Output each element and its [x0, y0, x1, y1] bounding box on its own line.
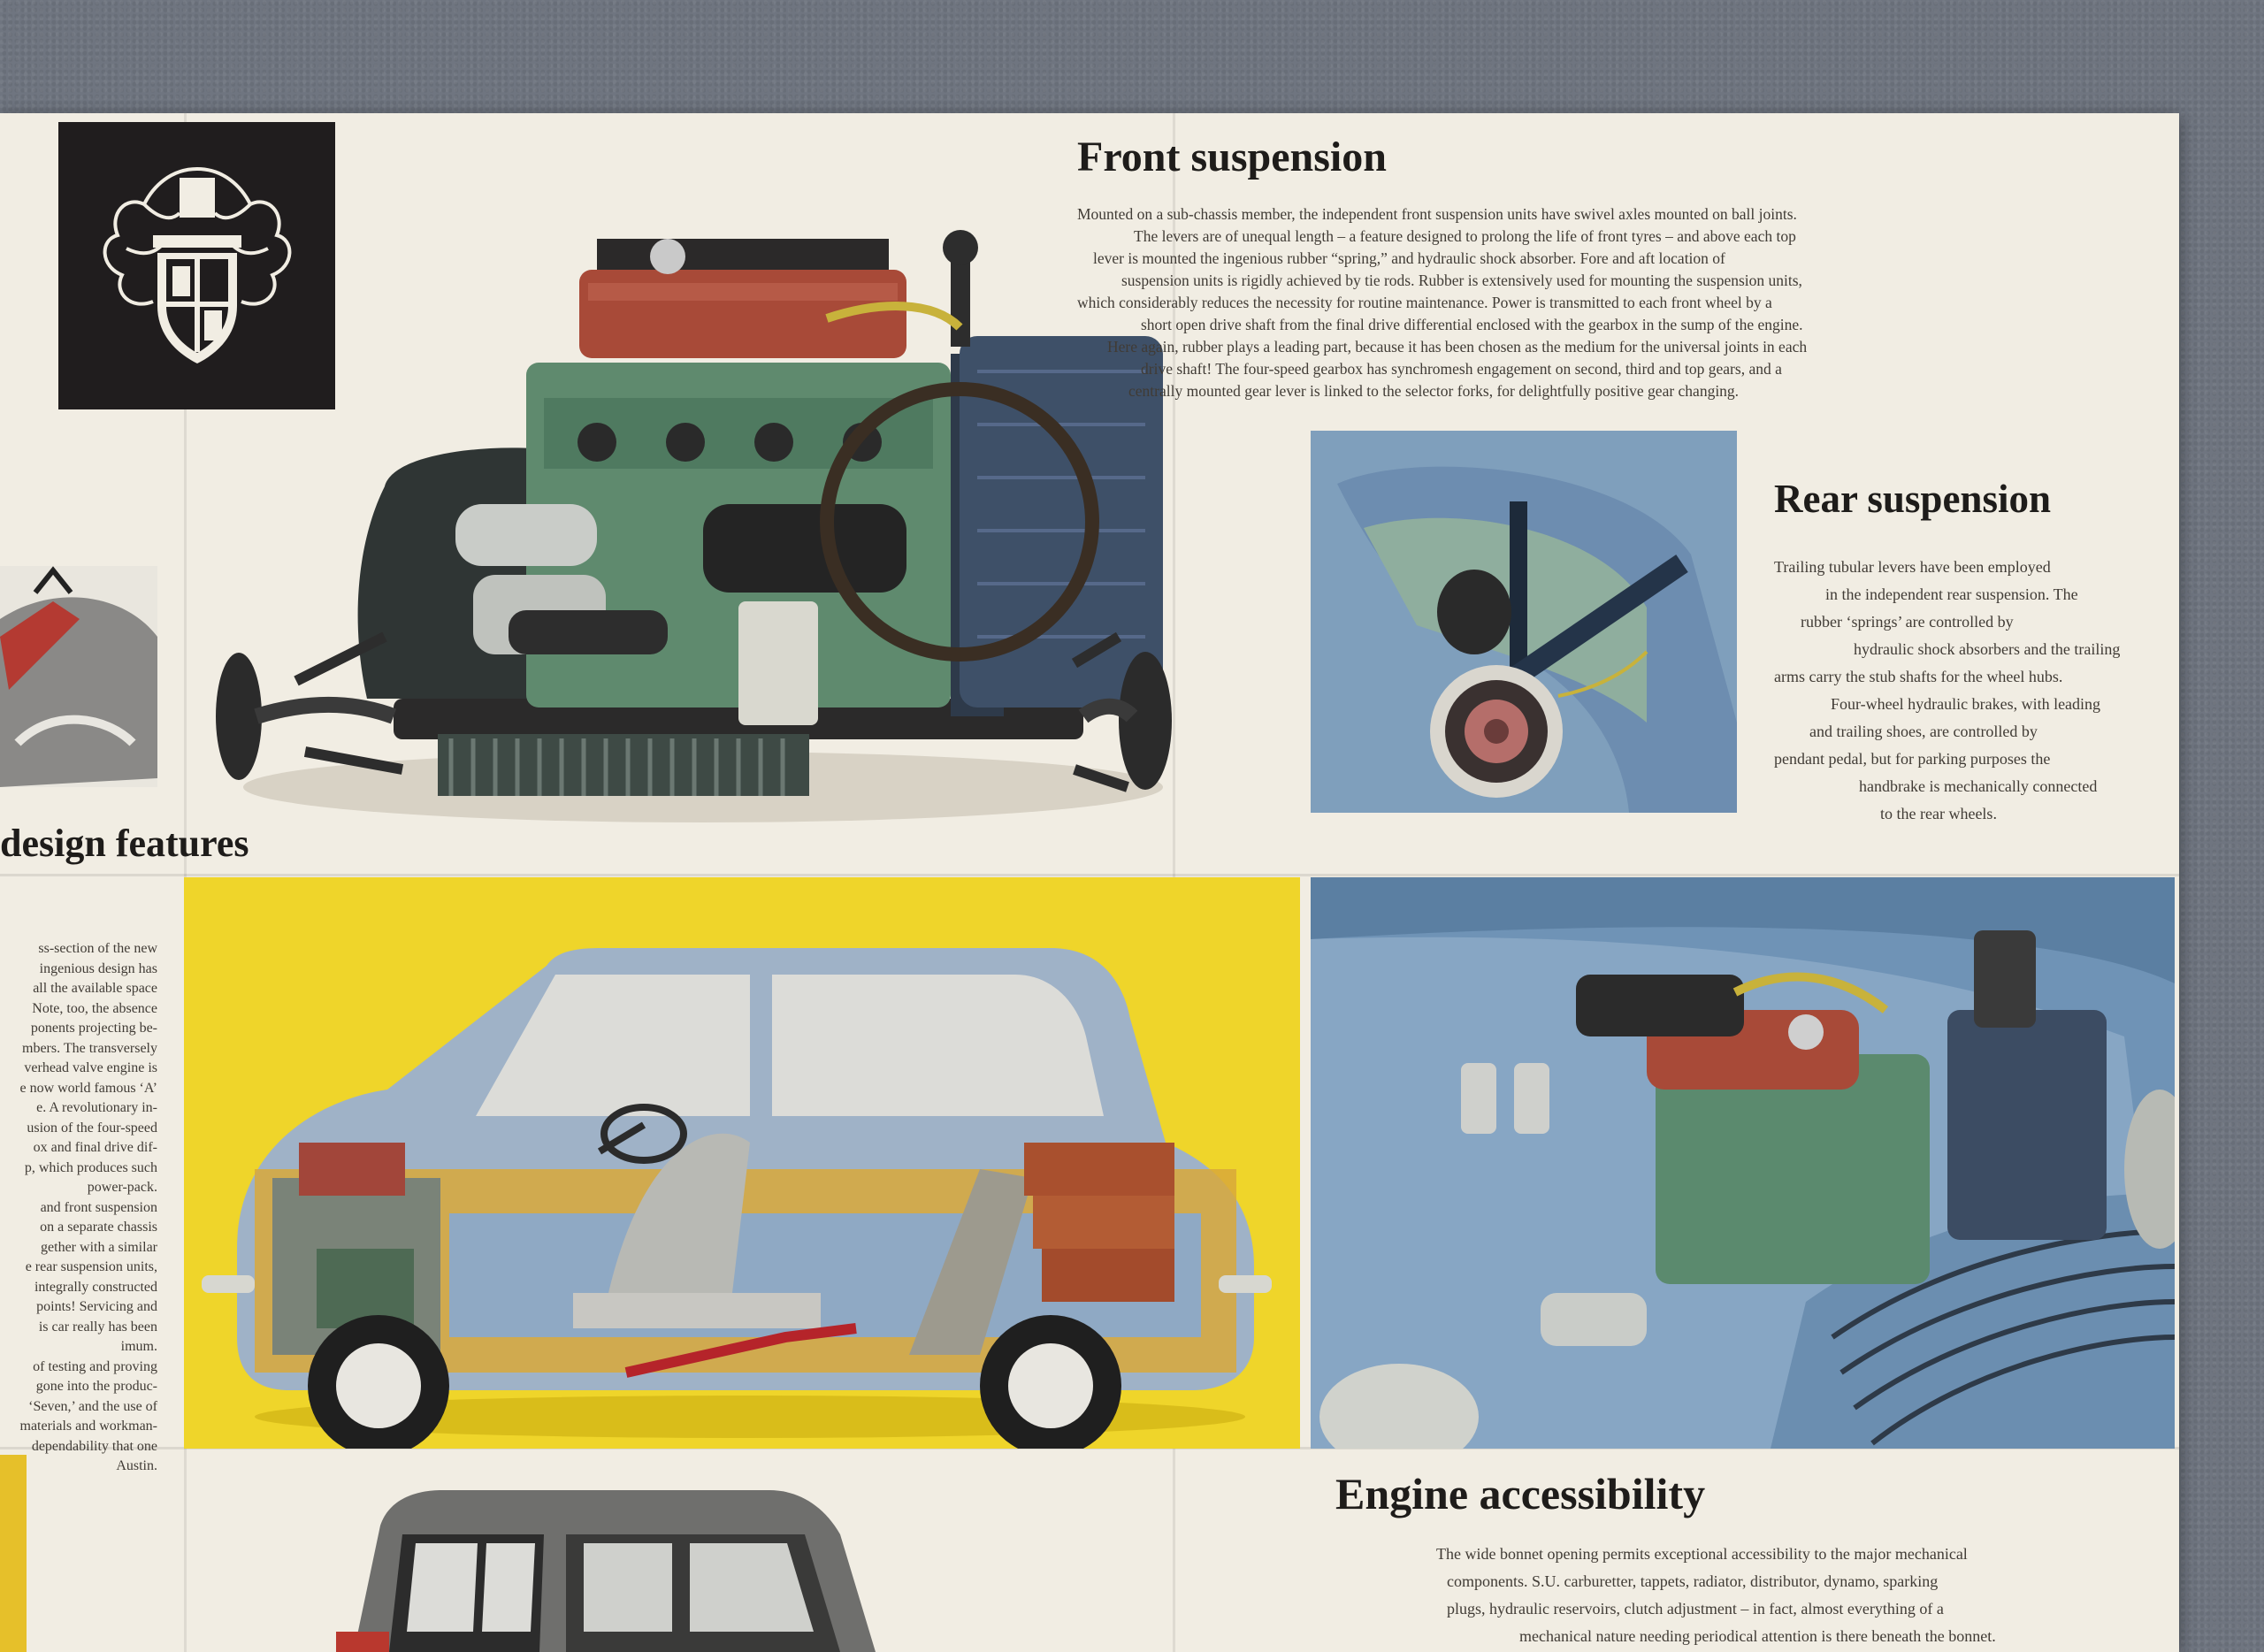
text-line: ‘Seven,’ and the use of [28, 1398, 157, 1414]
rear-suspension-heading: Rear suspension [1774, 477, 2052, 521]
text-line: gether with a similar [41, 1239, 157, 1255]
text-line: ponents projecting be- [30, 1021, 157, 1036]
text-line: Four-wheel hydraulic brakes, with leadin… [1831, 695, 2101, 713]
rear-suspension-text: Trailing tubular levers have been employ… [1774, 554, 2181, 828]
front-suspension-text: Mounted on a sub-chassis member, the ind… [1077, 203, 1953, 402]
text-line: pendant pedal, but for parking purposes … [1774, 750, 2051, 768]
text-line: e. A revolutionary in- [36, 1100, 157, 1115]
text-line: in the independent rear suspension. The [1825, 585, 2078, 603]
text-line: arms carry the stub shafts for the wheel… [1774, 668, 2063, 685]
text-line: The levers are of unequal length – a fea… [1134, 227, 1796, 245]
text-line: drive shaft! The four-speed gearbox has … [1141, 360, 1782, 378]
text-line: Trailing tubular levers have been employ… [1774, 558, 2051, 576]
text-line: verhead valve engine is [24, 1060, 157, 1075]
text-line: plugs, hydraulic reservoirs, clutch adju… [1447, 1600, 1944, 1618]
text-line: components. S.U. carburetter, tappets, r… [1447, 1572, 1939, 1590]
crest-emblem-icon [103, 166, 291, 363]
text-line: The wide bonnet opening permits exceptio… [1436, 1545, 1968, 1563]
front-suspension-heading: Front suspension [1077, 134, 1387, 180]
text-line: handbrake is mechanically connected [1859, 777, 2098, 795]
text-line: points! Servicing and [36, 1299, 157, 1314]
text-line: materials and workman- [19, 1419, 158, 1434]
text-line: Here again, rubber plays a leading part,… [1107, 338, 1808, 356]
design-features-text: ss-section of the new ingenious design h… [0, 939, 157, 1477]
design-features-heading: design features [0, 822, 249, 865]
text-line: and front suspension [40, 1199, 157, 1215]
text-line: mbers. The transversely [22, 1040, 157, 1056]
text-line: integrally constructed [34, 1279, 157, 1295]
text-line: to the rear wheels. [1880, 805, 1997, 822]
text-line: lever is mounted the ingenious rubber “s… [1093, 249, 1725, 267]
text-line: centrally mounted gear lever is linked t… [1128, 382, 1740, 400]
text-line: e now world famous ‘A’ [19, 1080, 157, 1096]
rear-view-car-illustration [0, 1455, 1141, 1652]
text-line: gone into the produc- [35, 1379, 157, 1394]
text-line: hydraulic shock absorbers and the traili… [1854, 640, 2121, 658]
text-line: on a separate chassis [40, 1220, 157, 1235]
rear-suspension-illustration [1311, 431, 1737, 813]
fold-line [0, 874, 2179, 876]
text-line: usion of the four-speed [27, 1120, 157, 1136]
text-line: Austin. [116, 1458, 157, 1473]
text-line: ox and final drive dif- [33, 1140, 157, 1155]
text-line: of testing and proving [33, 1358, 157, 1374]
text-line: rubber ‘springs’ are controlled by [1801, 613, 2014, 631]
text-line: dependability that one [31, 1438, 157, 1454]
text-line: Note, too, the absence [32, 1000, 157, 1016]
text-line: power-pack. [87, 1180, 157, 1195]
text-line: short open drive shaft from the final dr… [1141, 316, 1803, 333]
text-line: ingenious design has [39, 960, 157, 976]
text-line: Mounted on a sub-chassis member, the ind… [1077, 205, 1797, 223]
text-line: ss-section of the new [38, 941, 157, 956]
engine-bay-illustration [1311, 877, 2175, 1449]
text-line: p, which produces such [24, 1159, 157, 1175]
text-line: all the available space [33, 981, 157, 996]
text-line: mechanical nature needing periodical att… [1519, 1627, 1996, 1645]
text-line: and trailing shoes, are controlled by [1809, 723, 2038, 740]
car-cutaway-illustration [184, 877, 1300, 1449]
text-line: which considerably reduces the necessity… [1077, 294, 1772, 311]
text-line: e rear suspension units, [25, 1259, 157, 1274]
text-line: suspension units is rigidly achieved by … [1121, 272, 1802, 289]
engine-accessibility-heading: Engine accessibility [1335, 1469, 1706, 1518]
heraldic-crest-logo [58, 122, 335, 409]
text-line: imum. [120, 1339, 157, 1354]
partial-interior-illustration [0, 566, 157, 787]
text-line: is car really has been [38, 1319, 157, 1335]
engine-accessibility-text: The wide bonnet opening permits exceptio… [1362, 1541, 2140, 1650]
engine-subframe-illustration [208, 221, 1212, 840]
